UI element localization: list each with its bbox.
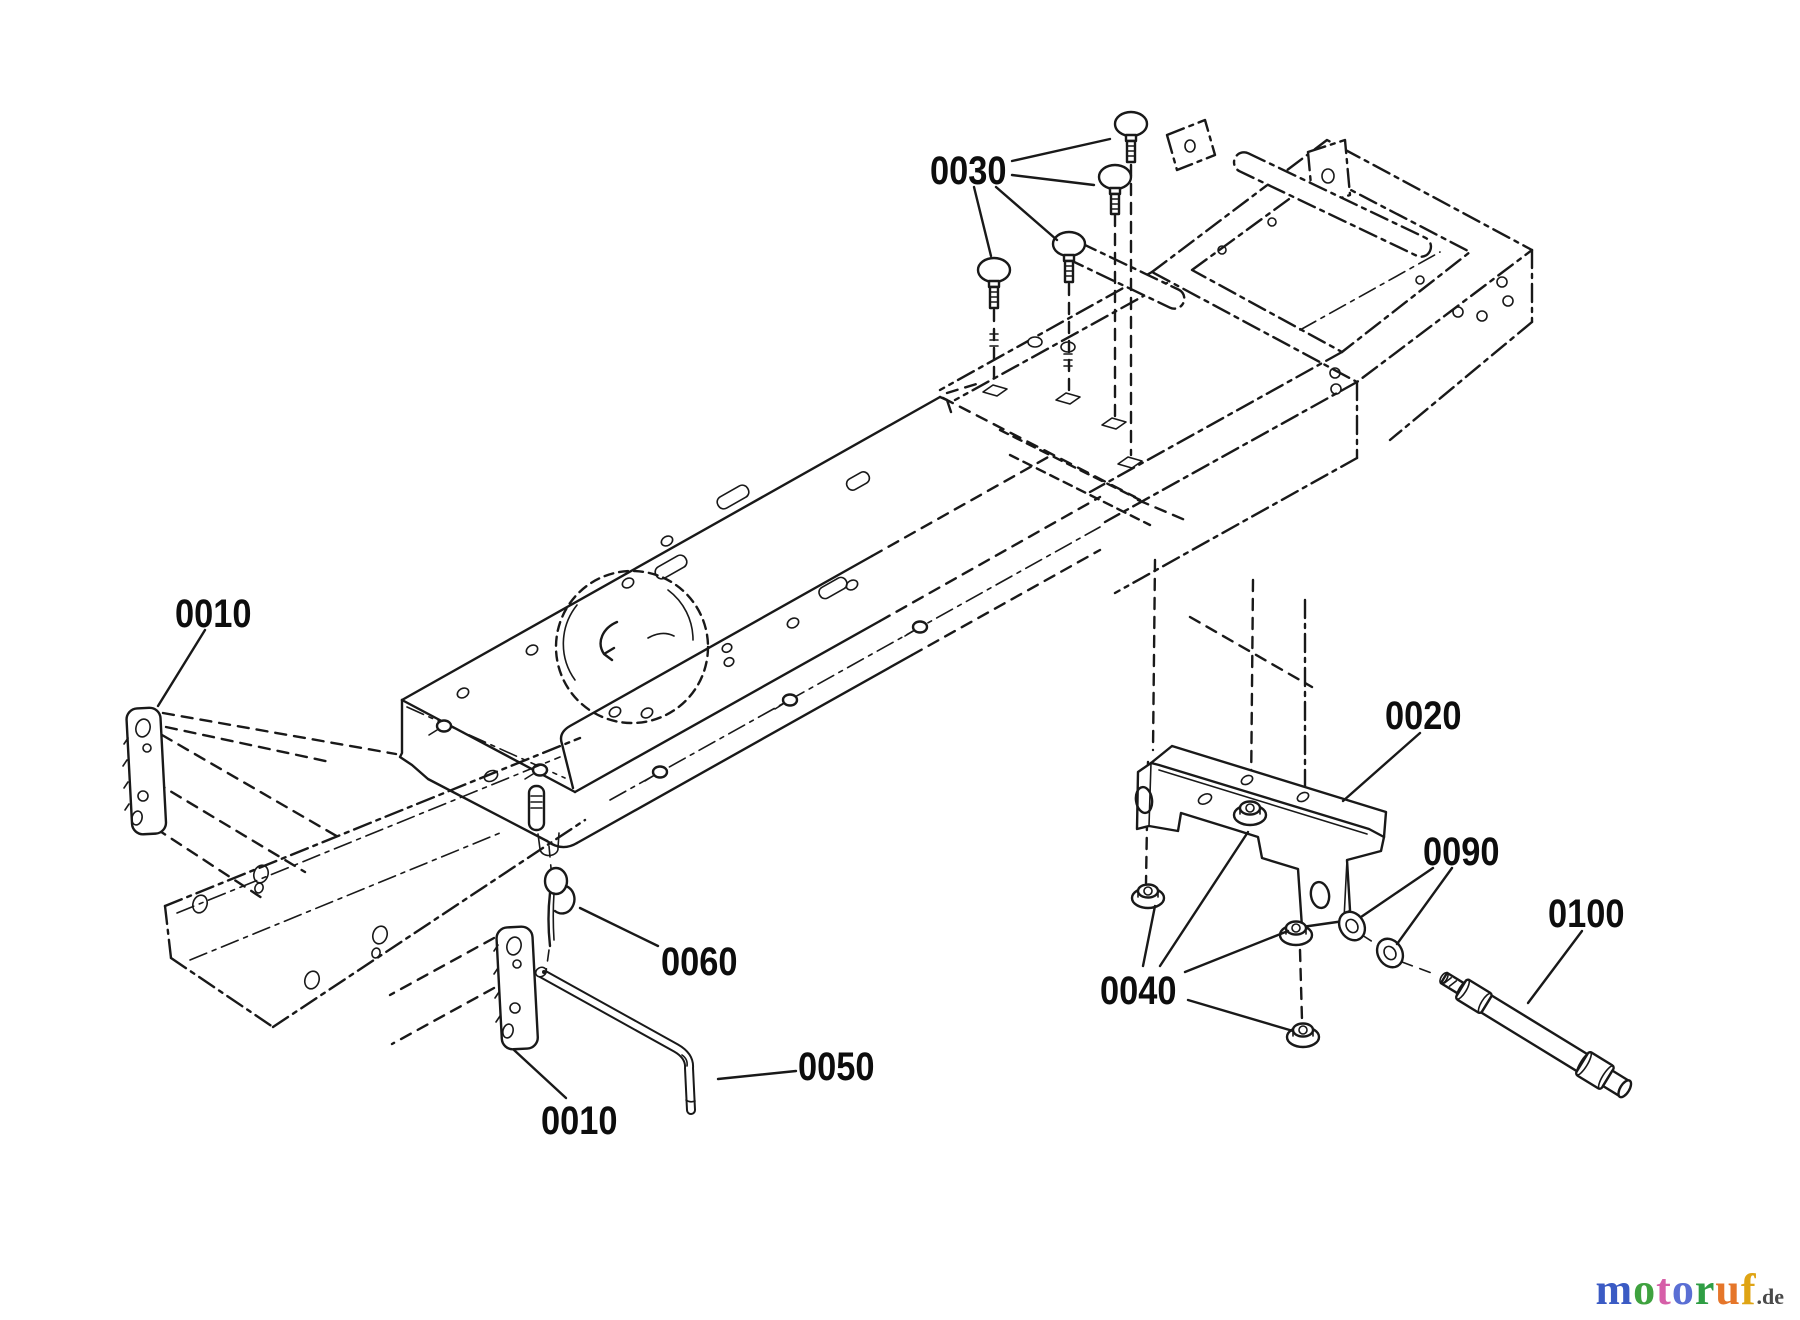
callout-0050: 0050	[798, 1045, 875, 1089]
leader-lines	[156, 137, 1584, 1100]
carriage-bolt-set	[976, 110, 1149, 457]
washer-icon	[1375, 937, 1405, 969]
carriage-bolt-icon	[1051, 230, 1087, 395]
motoruf-wordmark: motoruf	[1595, 1265, 1757, 1314]
flange-nut-icon	[1130, 883, 1166, 910]
motoruf-logo[interactable]: motoruf.de	[1596, 1268, 1784, 1312]
callout-0100: 0100	[1548, 892, 1625, 936]
main-chassis	[398, 395, 1102, 857]
callout-0010-lower: 0010	[541, 1099, 618, 1143]
pivot-shaft	[1439, 971, 1633, 1099]
callout-0010-upper: 0010	[175, 592, 252, 636]
left-rail	[138, 711, 587, 1046]
carriage-bolt-icon	[1113, 110, 1149, 457]
bent-rod	[534, 966, 696, 1115]
callout-0030: 0030	[930, 149, 1007, 193]
mounting-junction	[941, 333, 1314, 1022]
support-bracket	[1134, 744, 1388, 929]
callout-0020: 0020	[1385, 694, 1462, 738]
bracket-plate-upper	[122, 706, 168, 836]
bracket-plate-lower	[493, 925, 539, 1051]
motoruf-tld: .de	[1756, 1284, 1785, 1309]
carriage-bolt-icon	[976, 256, 1012, 385]
callout-0090: 0090	[1423, 830, 1500, 874]
flange-nut-icon	[1285, 1022, 1321, 1049]
washer-icon	[1337, 910, 1367, 942]
washer-set	[1337, 910, 1438, 976]
flange-nut-set	[1130, 800, 1321, 1049]
callout-0040: 0040	[1100, 969, 1177, 1013]
carriage-bolt-icon	[1097, 163, 1133, 420]
callout-0060: 0060	[661, 940, 738, 984]
rear-frame	[938, 118, 1534, 595]
flange-nut-icon	[1232, 800, 1268, 827]
cotter-pin	[543, 845, 576, 973]
